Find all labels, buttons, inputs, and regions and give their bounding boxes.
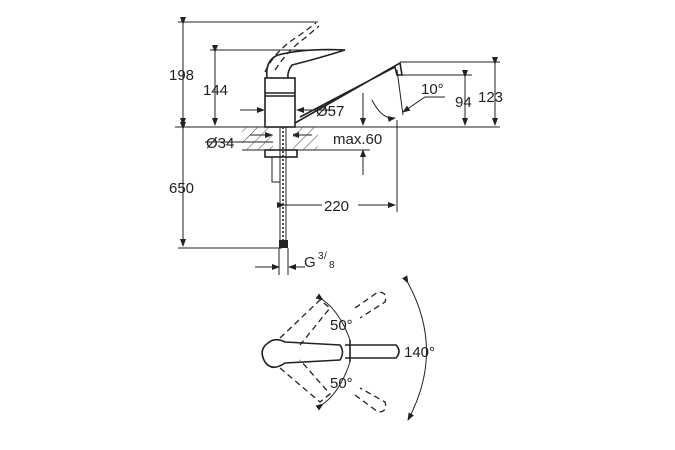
lever-left-position-bottom — [279, 359, 331, 403]
lever-left-position-top — [279, 299, 331, 346]
label-123: 123 — [478, 89, 503, 106]
label-140-deg: 140° — [404, 344, 435, 361]
top-view: 50° 50° 140° — [261, 275, 435, 421]
label-diameter-57: Ø57 — [316, 103, 344, 120]
label-220: 220 — [324, 198, 349, 215]
lever-raised-position — [274, 25, 320, 71]
label-diameter-34: Ø34 — [206, 135, 234, 152]
lever-right-position-top — [354, 291, 387, 319]
mounting-nut — [264, 149, 298, 158]
label-650: 650 — [169, 180, 194, 197]
fraction-slash: / — [324, 251, 327, 262]
lever-raised-position — [264, 22, 317, 73]
outlet-axis — [396, 69, 404, 116]
lever-right-position-bottom — [354, 387, 387, 413]
swing-arc-50-bottom — [315, 361, 351, 411]
label-144: 144 — [203, 82, 228, 99]
swing-arc-50-top — [315, 293, 351, 341]
label-50-deg-bottom: 50° — [330, 375, 353, 392]
swing-arc-140 — [402, 275, 427, 421]
dim-10-leader — [402, 96, 445, 113]
label-max-60: max.60 — [333, 131, 382, 148]
side-view: 198 144 650 123 94 10° Ø57 Ø34 max.60 22… — [169, 17, 503, 275]
label-94: 94 — [455, 94, 472, 111]
label-thread-denominator: 8 — [329, 260, 335, 271]
lever-handle — [265, 48, 346, 79]
dim-10-arc — [371, 99, 396, 123]
label-198: 198 — [169, 67, 194, 84]
lever-extension — [345, 344, 400, 359]
hose-connector — [279, 240, 288, 248]
threaded-rod — [271, 156, 281, 183]
label-50-deg-top: 50° — [330, 317, 353, 334]
label-thread-g: G — [304, 254, 316, 271]
label-10-deg: 10° — [421, 81, 444, 98]
faucet-body — [264, 77, 296, 128]
spout — [294, 61, 403, 124]
lever-top-view — [261, 338, 344, 369]
label-thread-numerator: 3 — [318, 251, 324, 262]
